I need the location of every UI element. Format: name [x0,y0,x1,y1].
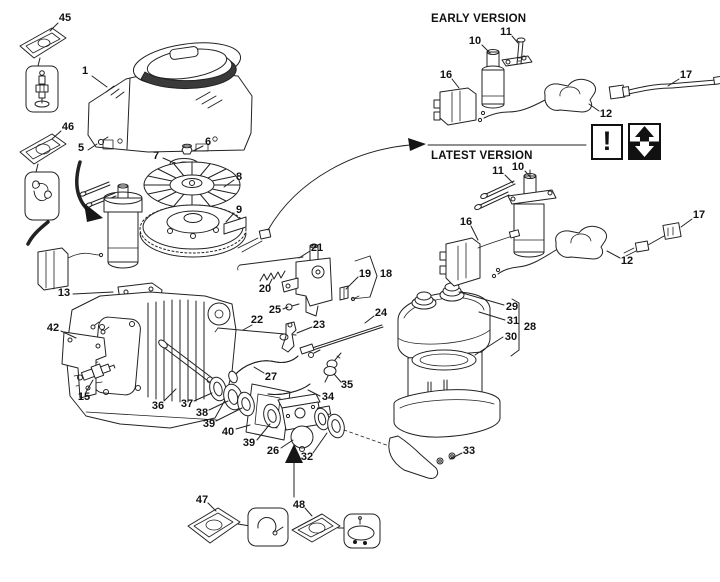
cover-screw [97,136,109,146]
callout-early-10: 10 [468,35,482,47]
callout-29: 29 [505,301,519,313]
flywheel-ring-gear [139,204,247,258]
callout-8: 8 [235,171,243,183]
callout-42: 42 [46,322,60,334]
callout-33: 33 [462,445,476,457]
callout-30: 30 [504,331,518,343]
pointer-arrow-to-carburetor [285,444,303,498]
leader-lines [49,22,693,517]
callout-39a: 39 [202,418,216,430]
latest-ignition-module [491,225,608,279]
engine-cover [87,42,253,153]
spark-plug [76,363,116,381]
callout-20: 20 [258,283,272,295]
callout-37: 37 [180,398,194,410]
callout-9: 9 [235,204,243,216]
latest-starter-solenoid [507,169,557,258]
callout-13: 13 [57,287,71,299]
kit-bag-47 [187,507,289,547]
latest-bolts [474,180,516,211]
air-cleaner-assembly [388,282,520,479]
latest-regulator [439,229,521,287]
kit-bag-48 [291,513,381,549]
callout-5: 5 [77,142,85,154]
carburetor-gasket [314,407,345,439]
warning-updown-box [628,123,661,160]
callout-26: 26 [266,445,280,457]
early-regulator [433,87,477,126]
callout-27: 27 [264,371,278,383]
callout-45: 45 [58,12,72,24]
callout-early-11: 11 [500,26,512,38]
early-version-header: EARLY VERSION [431,13,527,25]
early-starter-solenoid [481,49,533,109]
callout-15: 15 [77,391,91,403]
callout-24: 24 [374,307,388,319]
early-ignition-module [477,78,597,123]
callout-38: 38 [195,407,209,419]
pointer-arrow-to-version-sections [237,138,426,253]
governor-linkage [214,243,384,358]
early-version-parts [433,37,720,126]
callout-6: 6 [204,136,212,148]
callout-47: 47 [195,494,209,506]
pointer-arrow-to-starter [26,160,103,246]
callout-early-16: 16 [439,69,453,81]
callout-latest-16: 16 [459,216,473,228]
callout-39b: 39 [242,437,256,449]
recoil-handle [169,46,199,60]
callout-25: 25 [268,304,282,316]
latest-wiring-connector [623,222,682,257]
starter-motor [79,181,143,269]
callout-23: 23 [312,319,326,331]
latest-version-header: LATEST VERSION [431,150,533,162]
callout-latest-10: 10 [511,161,525,173]
flywheel-fan [143,161,241,209]
fuel-inlet-valve [323,352,342,383]
cables-kit-icon [32,180,52,202]
callout-18: 18 [379,268,393,280]
early-wiring-connector [608,75,720,100]
clamp-kit-icon [257,517,284,536]
callout-46: 46 [61,121,75,133]
up-down-arrows-icon [630,126,659,158]
callout-21: 21 [310,242,324,254]
callout-34: 34 [321,391,335,403]
exclamation-mark-icon: ! [602,125,612,156]
callout-40: 40 [221,426,235,438]
callout-early-12: 12 [599,108,613,120]
callout-early-17: 17 [679,69,693,81]
voltage-regulator [37,247,104,291]
callout-latest-12: 12 [620,255,634,267]
mounting-bracket [61,331,107,399]
callout-36: 36 [151,400,165,412]
early-bolt [516,37,526,65]
callout-latest-11: 11 [492,165,504,177]
callout-latest-17: 17 [692,209,706,221]
callout-28: 28 [523,321,537,333]
warning-exclamation-box: ! [591,124,623,160]
callout-22: 22 [250,314,264,326]
fuel-hose [267,383,311,395]
callout-35: 35 [340,379,354,391]
intake-pipe [228,355,299,384]
flywheel-nut [181,143,193,155]
callout-48: 48 [292,499,306,511]
callout-19: 19 [358,268,372,280]
kit-bag-45 [19,27,67,113]
callout-31: 31 [506,315,520,327]
callout-7: 7 [152,150,160,162]
gasket-kit-icon [347,516,375,545]
spark-plug-kit-icon [34,70,50,108]
kit-bag-46 [19,133,67,221]
intake-gaskets-and-spacers [209,376,281,429]
callout-1: 1 [81,65,89,77]
callout-32: 32 [300,451,314,463]
latest-version-parts [439,169,682,287]
